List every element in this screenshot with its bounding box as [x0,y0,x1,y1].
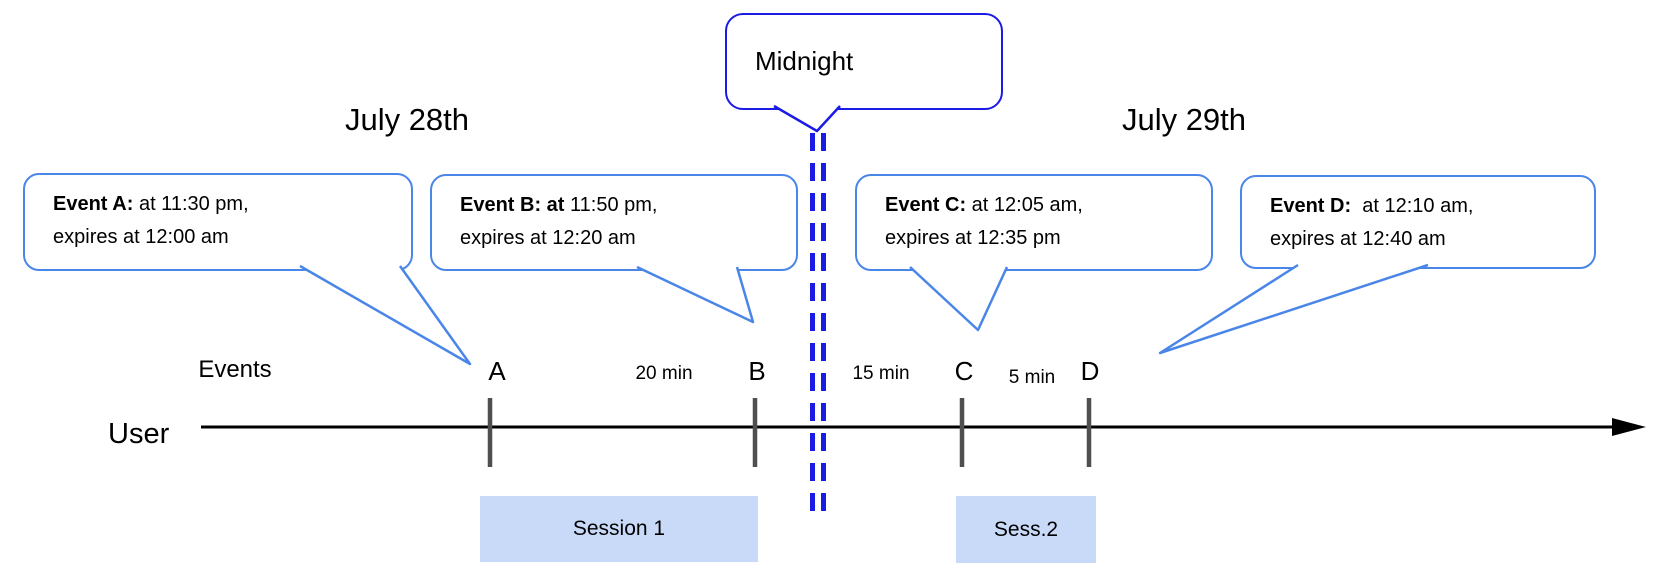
event-c-time: at 12:05 am, [966,194,1083,216]
event-c-line1: Event C: at 12:05 am, [885,189,1203,222]
gap-label-5min: 5 min [1008,367,1056,388]
tick-label-b: B [748,356,766,386]
timeline-arrowhead-icon [1612,418,1646,436]
session-2-box: Sess.2 [956,496,1096,563]
event-c-expiry: expires at 12:35 pm [885,227,1061,249]
session-1-box: Session 1 [480,496,758,562]
event-a-callout: Event A: at 11:30 pm, expires at 12:00 a… [23,173,413,271]
event-b-callout-tail [636,265,755,324]
events-axis-label: Events [198,356,272,383]
event-b-title: Event B: at [460,194,565,216]
gap-label-20min: 20 min [635,363,693,384]
date-july-28: July 28th [344,102,470,137]
event-c-title: Event C: [885,194,967,216]
midnight-callout: Midnight [725,13,1003,110]
event-c-callout: Event C: at 12:05 am, expires at 12:35 p… [855,174,1213,271]
session-1-label: Session 1 [572,517,666,540]
tick-label-a: A [488,356,506,386]
event-d-callout-tail [1158,263,1429,355]
event-a-title: Event A: [53,193,134,215]
tick-label-c: C [954,356,974,386]
midnight-label: Midnight [755,46,854,76]
event-a-expiry: expires at 12:00 am [53,226,229,248]
event-a-line1: Event A: at 11:30 pm, [53,188,403,221]
event-b-line1: Event B: at 11:50 pm, [460,189,788,222]
event-c-callout-tail [909,266,1009,332]
user-axis-label: User [108,418,170,450]
date-july-29: July 29th [1121,102,1247,137]
event-d-callout: Event D: at 12:10 am, expires at 12:40 a… [1240,175,1596,269]
event-d-line1: Event D: at 12:10 am, [1270,190,1586,223]
gap-label-15min: 15 min [852,363,910,384]
event-d-title: Event D: [1270,195,1352,217]
event-a-time: at 11:30 pm, [133,193,249,215]
event-a-callout-tail [299,264,472,366]
event-d-time: at 12:10 am, [1351,195,1474,217]
event-b-time: 11:50 pm, [564,194,658,216]
tick-label-d: D [1080,356,1100,386]
event-b-callout: Event B: at 11:50 pm, expires at 12:20 a… [430,174,798,271]
event-d-expiry: expires at 12:40 am [1270,228,1446,250]
session-2-label: Sess.2 [993,517,1059,541]
event-b-expiry: expires at 12:20 am [460,227,636,249]
